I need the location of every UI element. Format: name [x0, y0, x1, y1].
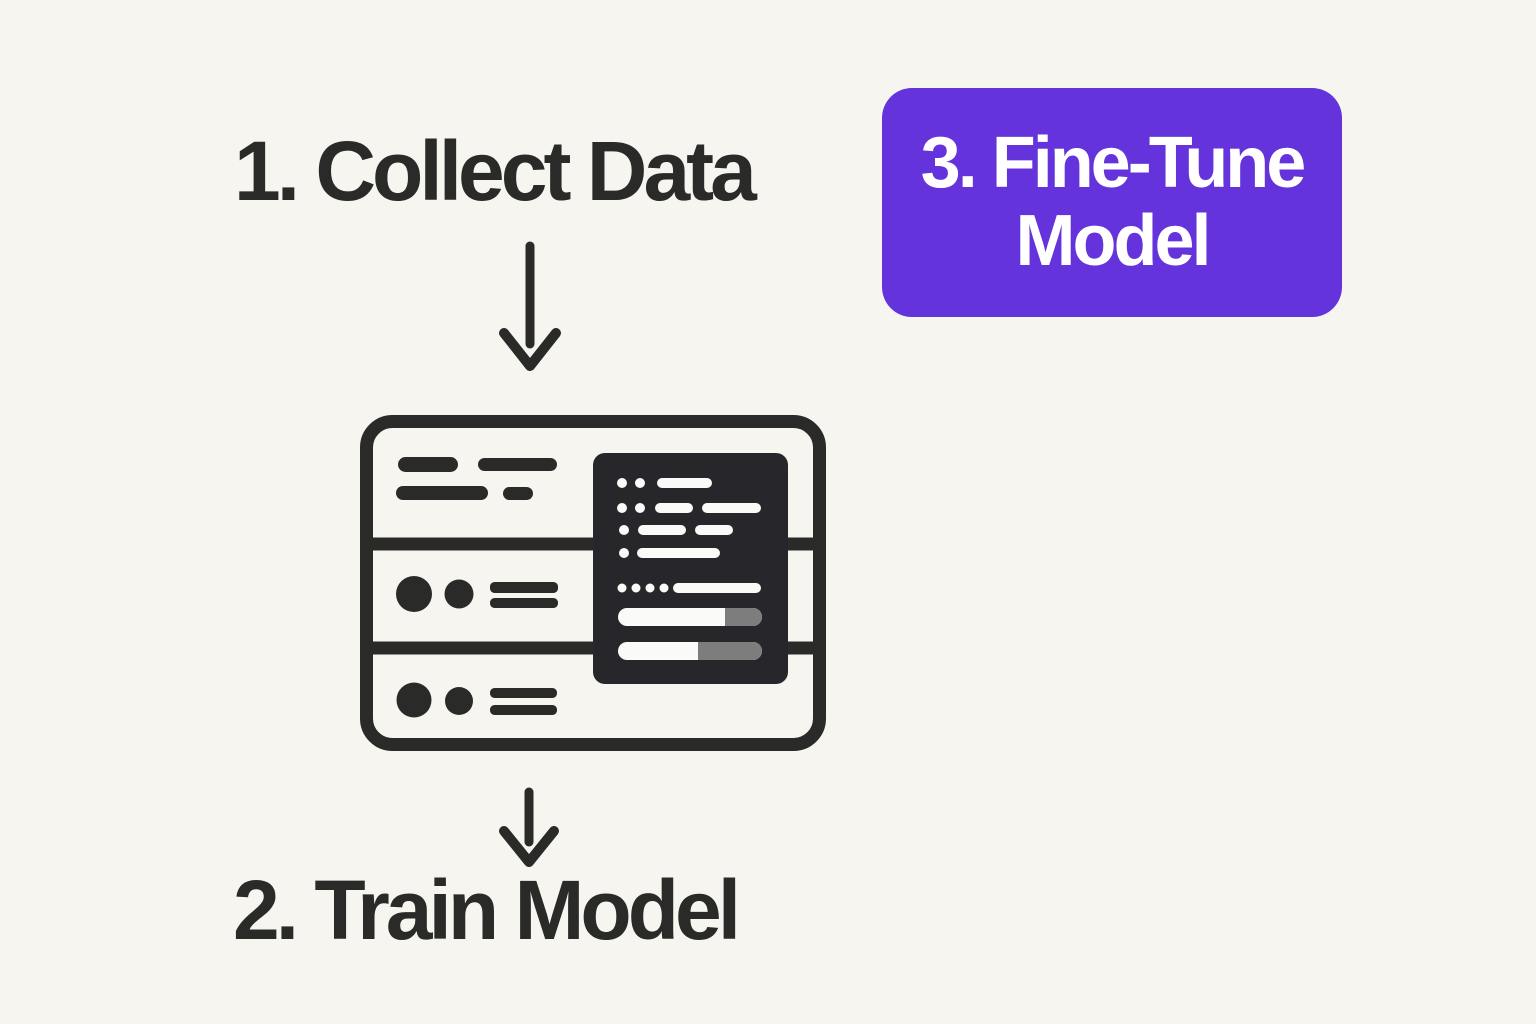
dataset-server-illustration	[360, 415, 826, 751]
fine-tune-button-label-line2: Model	[1015, 200, 1212, 281]
label-pills	[396, 457, 557, 500]
down-arrow-icon	[499, 787, 559, 867]
code-lines	[617, 478, 761, 593]
progress-bars	[618, 608, 762, 660]
code-panel	[593, 453, 788, 684]
fine-tune-button-label-line1: 3. Fine-Tune	[920, 122, 1307, 203]
down-arrow-icon	[499, 241, 561, 371]
server-frame	[360, 415, 826, 751]
status-leds-middle	[396, 576, 558, 612]
fine-tune-model-button[interactable]: 3. Fine-Tune Model	[882, 88, 1342, 317]
status-leds-bottom	[396, 682, 557, 718]
step1-collect-data-label: 1. Collect Data	[234, 124, 757, 218]
step2-train-model-label: 2. Train Model	[233, 863, 741, 957]
